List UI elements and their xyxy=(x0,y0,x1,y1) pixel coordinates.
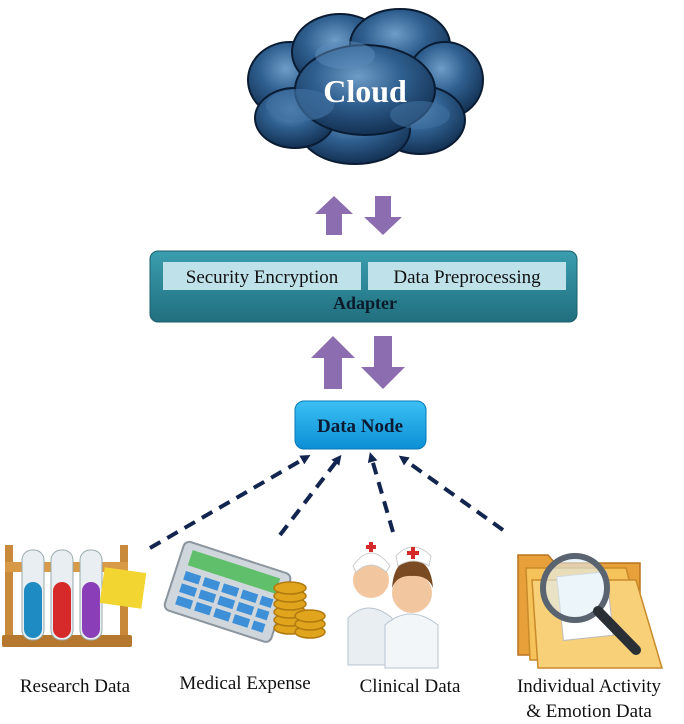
data-preprocessing-module xyxy=(368,262,566,290)
cloud: Cloud xyxy=(247,8,484,165)
test-tubes-icon xyxy=(2,545,147,647)
calculator-coins-icon xyxy=(163,540,326,643)
source-label-research: Research Data xyxy=(19,676,131,697)
security-encryption-module xyxy=(163,262,361,290)
dashed-arrows xyxy=(148,452,505,550)
dashed-arrow-activity xyxy=(398,455,505,532)
up-arrow-icon xyxy=(311,336,355,389)
source-label-activity-line1: Individual Activity xyxy=(516,676,662,697)
cloud-adapter-arrows xyxy=(315,196,402,235)
adapter-node-arrows xyxy=(311,336,405,389)
source-label-expense: Medical Expense xyxy=(179,673,311,694)
source-label-activity-line2: & Emotion Data xyxy=(526,701,652,722)
adapter-box: Security Encryption Data Preprocessing A… xyxy=(149,250,578,323)
cloud-label: Cloud xyxy=(323,73,407,109)
data-node-label: Data Node xyxy=(317,416,403,437)
data-node: Data Node xyxy=(294,400,427,450)
security-encryption-label: Security Encryption xyxy=(186,267,339,288)
up-arrow-icon xyxy=(315,196,353,235)
dashed-arrow-clinical xyxy=(367,452,395,533)
down-arrow-icon xyxy=(364,196,402,235)
data-preprocessing-label: Data Preprocessing xyxy=(393,267,541,288)
down-arrow-icon xyxy=(361,336,405,389)
source-label-clinical: Clinical Data xyxy=(359,676,461,697)
folder-magnifier-icon xyxy=(517,553,664,669)
dashed-arrow-research xyxy=(148,454,311,550)
adapter-title: Adapter xyxy=(333,293,397,313)
dashed-arrow-expense xyxy=(278,454,342,537)
doctor-nurse-icon xyxy=(347,542,439,669)
